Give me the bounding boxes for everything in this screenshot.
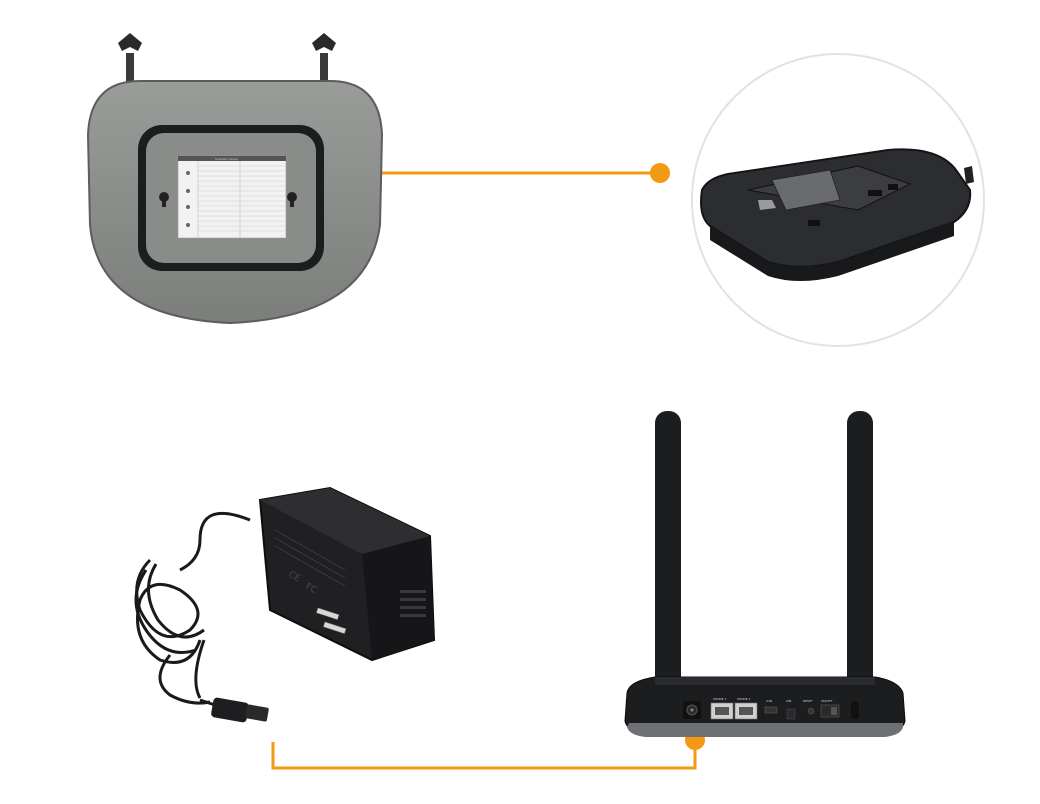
connector-line-bottom [271, 740, 697, 770]
usb-port[interactable] [764, 706, 778, 714]
phone-port-2[interactable] [734, 702, 758, 720]
dc-power-jack[interactable] [683, 701, 701, 719]
antenna-back-left [655, 411, 681, 691]
side-button[interactable] [851, 701, 859, 719]
adapter-body: CE FC [258, 486, 436, 662]
port-label-phone2: PHONE 2 [737, 697, 751, 701]
callout-circle-detail [691, 53, 985, 347]
antenna-right [312, 33, 336, 88]
adapter-prongs [316, 607, 347, 634]
antenna-left [118, 33, 142, 88]
antenna-back-right [847, 411, 873, 691]
indicator-label-sticker: Indicator Guide [177, 155, 287, 239]
port-label-reset: RESET [803, 699, 813, 703]
label-sticker-title: Indicator Guide [215, 157, 238, 161]
reset-button[interactable] [807, 707, 815, 715]
sim-slot[interactable] [786, 708, 796, 720]
adapter-mark-fc: FC [304, 582, 319, 596]
power-adapter: CE FC [134, 486, 436, 723]
router-back-view: PHONE 1 PHONE 2 USB SIM RESET ON/OFF [624, 411, 906, 737]
phone-port-1[interactable] [710, 702, 734, 720]
router-bottom-view: Indicator Guide [86, 33, 384, 325]
port-label-sim: SIM [786, 699, 792, 703]
port-label-usb: USB [766, 699, 772, 703]
port-label-phone1: PHONE 1 [713, 697, 727, 701]
adapter-cable [134, 511, 251, 705]
port-label-onoff: ON/OFF [821, 699, 833, 703]
router-underside-angled [700, 148, 974, 281]
connector-dot-top [650, 163, 670, 183]
barrel-plug [199, 697, 269, 723]
